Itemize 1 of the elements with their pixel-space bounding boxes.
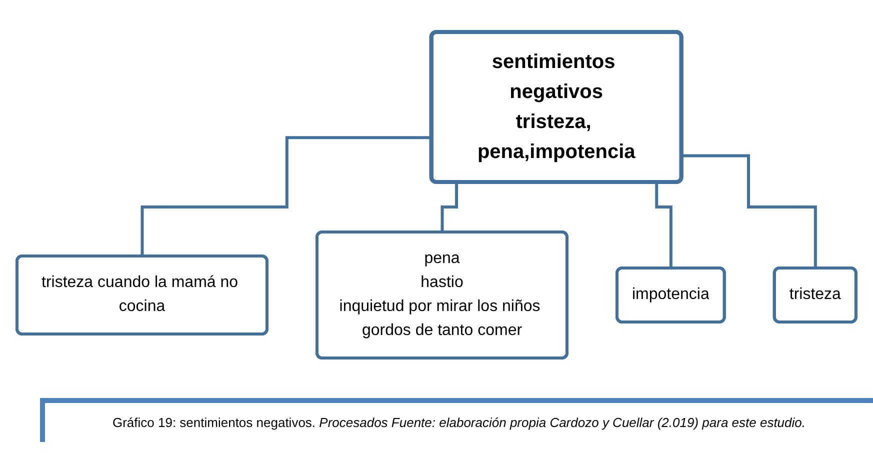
caption: Gráfico 19: sentimientos negativos. Procesados Fuente: elaboración propia Cardozo y Cuellar (2.019) para este estudio. (40, 398, 873, 442)
